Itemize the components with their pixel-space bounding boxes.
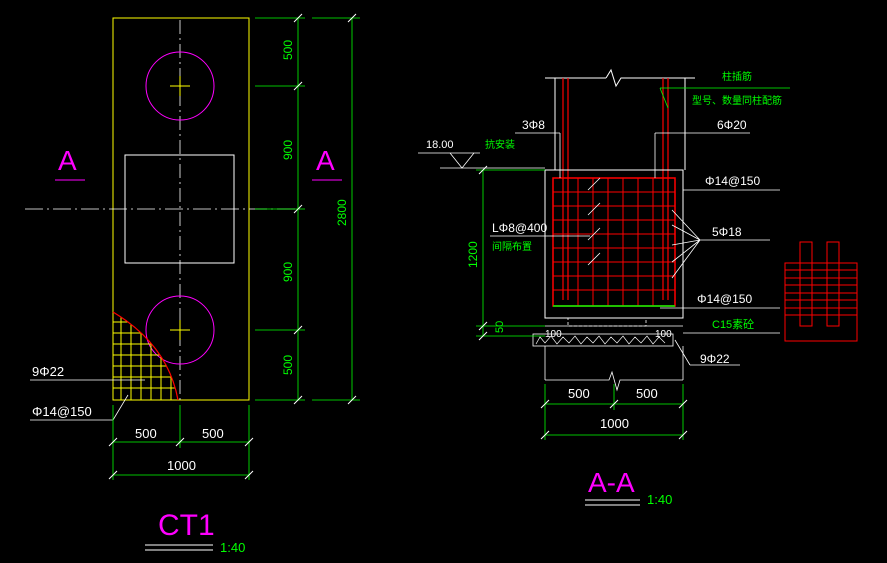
plan-scale: 1:40 — [220, 540, 245, 555]
dim-right-3: 900 — [281, 262, 295, 282]
plan-title: CT1 — [158, 509, 215, 542]
dim-100-left: 100 — [545, 329, 562, 340]
label-6phi20: 6Φ20 — [717, 118, 747, 132]
top-note-line1: 柱插筋 — [722, 70, 752, 83]
label-bottom-bars: 9Φ22 — [32, 364, 64, 379]
dim-bottom-2: 500 — [202, 426, 224, 441]
overall-length: 2800 — [335, 199, 349, 226]
label-l-phi8: LΦ8@400 — [492, 221, 547, 235]
section-mark-right: A — [316, 145, 335, 176]
overall-width: 1000 — [167, 458, 196, 473]
section-mark-left: A — [58, 145, 77, 176]
dim-right-4: 500 — [281, 355, 295, 375]
label-9phi22: 9Φ22 — [700, 352, 730, 366]
plan-texts: A A 500 900 900 500 2800 500 500 1000 9Φ… — [32, 40, 349, 555]
break-line-curve — [112, 311, 179, 401]
label-phi14-top: Φ14@150 — [705, 174, 760, 188]
section-dim-bottom-2: 500 — [636, 386, 658, 401]
anchor-note: 抗安装 — [485, 138, 515, 151]
label-5phi18: 5Φ18 — [712, 225, 742, 239]
label-l-phi8-note: 间隔布置 — [492, 240, 532, 253]
section-view — [418, 68, 790, 506]
pile-bottom — [145, 295, 215, 365]
dim-height: 1200 — [466, 241, 480, 268]
dim-right-1: 500 — [281, 40, 295, 60]
section-texts: 柱插筋 型号、数量同柱配筋 3Φ8 6Φ20 18.00 抗安装 Φ14@150… — [426, 70, 782, 507]
section-dim-bottom-1: 500 — [568, 386, 590, 401]
label-3phi8: 3Φ8 — [522, 118, 545, 132]
c15-blinding-layer — [532, 333, 674, 347]
label-c15: C15素砼 — [712, 318, 754, 331]
elevation: 18.00 — [426, 139, 454, 151]
corner-rebar-detail — [113, 312, 178, 400]
rebar-mesh — [553, 178, 675, 306]
dim-100-right: 100 — [655, 329, 672, 340]
label-phi14-bottom: Φ14@150 — [697, 292, 752, 306]
label-stirrups: Φ14@150 — [32, 404, 92, 419]
section-scale: 1:40 — [647, 492, 672, 507]
section-title: A-A — [588, 467, 635, 498]
top-note-line2: 型号、数量同柱配筋 — [692, 94, 782, 107]
dim-50: 50 — [494, 321, 506, 333]
rebar-sketch — [784, 241, 858, 342]
section-overall-width: 1000 — [600, 416, 629, 431]
dim-right-2: 900 — [281, 140, 295, 160]
dim-bottom-1: 500 — [135, 426, 157, 441]
pile-top — [145, 51, 215, 121]
